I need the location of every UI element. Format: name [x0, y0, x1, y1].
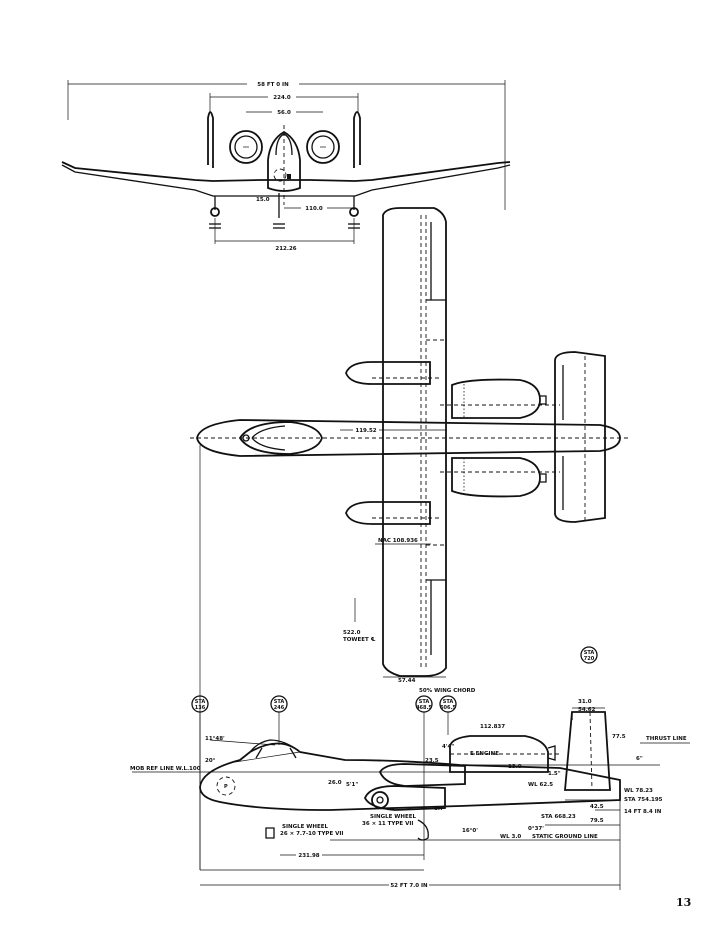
- wl-30: WL 3.0: [500, 834, 521, 840]
- dim-26: 26.0: [328, 780, 342, 786]
- span-label: 58 FT 0 IN: [257, 82, 289, 88]
- dim-775: 77.5: [612, 734, 626, 740]
- dim-231: 231.98: [298, 853, 319, 859]
- svg-text:STA: STA: [584, 650, 595, 656]
- wing-dim-label: 57.44: [398, 678, 416, 684]
- tread-label: 212.26: [275, 246, 296, 252]
- single-wheel-1: SINGLE WHEEL: [282, 824, 328, 830]
- svg-text:STA: STA: [274, 699, 285, 705]
- ref-line-label: MOB REF LINE W.L.100: [130, 766, 201, 772]
- svg-text:P: P: [224, 784, 228, 790]
- sta-754: STA 754.195: [624, 797, 663, 803]
- nacelle-spacing-label: 56.0: [277, 110, 291, 116]
- page-number: 13: [676, 896, 692, 909]
- svg-text:720: 720: [584, 656, 595, 662]
- nacelle-dim-label: NAC 108.936: [378, 538, 418, 544]
- front-view: 58 FT 0 IN 224.0 56.0: [61, 79, 511, 252]
- static-ground-line: STATIC GROUND LINE: [532, 834, 598, 840]
- tail-angle: 16°0': [462, 828, 478, 834]
- svg-text:246: 246: [274, 705, 285, 711]
- station-marker: STA 506.5: [439, 695, 457, 735]
- dim-795: 79.5: [590, 818, 604, 824]
- station-marker: STA 720: [580, 646, 598, 664]
- dim-1-5: 1.5": [548, 771, 561, 777]
- ft-84: 14 FT 8.4 IN: [624, 809, 662, 815]
- tow-value: 522.0: [343, 630, 361, 636]
- dim-310: 31.0: [578, 699, 592, 705]
- single-wheel-2-spec: 36 × 11 TYPE VII: [362, 821, 413, 827]
- wl-7823: WL 78.23: [624, 788, 653, 794]
- tow-label: TOWEET ℄: [343, 636, 376, 643]
- engine-label: E ENGINE: [470, 751, 499, 757]
- dim-4-4: 4'4": [442, 744, 454, 750]
- dim-112: 112.837: [480, 724, 505, 730]
- wl-625: WL 62.5: [528, 782, 553, 788]
- svg-text:468.5: 468.5: [416, 705, 432, 711]
- station-marker: STA 468.5: [415, 695, 433, 860]
- length-label: 52 FT 7.0 IN: [390, 883, 428, 889]
- svg-text:136: 136: [195, 705, 206, 711]
- station-marker: STA 246: [270, 695, 288, 745]
- station-marker: STA 136: [191, 695, 209, 870]
- cockpit-angle: 11°48': [205, 736, 225, 742]
- dim-110-label: 110.0: [305, 206, 323, 212]
- fuselage-dim-label: 119.52: [355, 428, 376, 434]
- nose-angle: 20°: [205, 758, 216, 764]
- svg-text:STA: STA: [443, 699, 454, 705]
- svg-text:506.5: 506.5: [440, 705, 456, 711]
- single-wheel-1-spec: 26 × 7.7-10 TYPE VII: [280, 831, 343, 837]
- svg-text:STA: STA: [195, 699, 206, 705]
- dim-13: 13.0: [508, 764, 522, 770]
- dim-542: 54.62: [578, 707, 596, 713]
- svg-text:STA: STA: [419, 699, 430, 705]
- wing-chord-note: 50% WING CHORD: [419, 688, 476, 694]
- sta-668: STA 668.23: [541, 814, 576, 820]
- single-wheel-2: SINGLE WHEEL: [370, 814, 416, 820]
- plan-view: 119.52 NAC 108.936 57.44 522.0 TOWEET ℄: [190, 207, 630, 870]
- dim-5-1: 5'1": [346, 782, 358, 788]
- thrust-line: THRUST LINE: [646, 736, 687, 742]
- dim-425: 42.5: [590, 804, 604, 810]
- dim-23-5: 23.5: [425, 758, 439, 764]
- dim-6: 6": [636, 756, 643, 762]
- angle-037: 0°37': [528, 826, 544, 832]
- width-224-label: 224.0: [273, 95, 291, 101]
- dim-15-label: 15.0: [256, 197, 270, 203]
- dim-8-7: 8.7: [434, 806, 444, 812]
